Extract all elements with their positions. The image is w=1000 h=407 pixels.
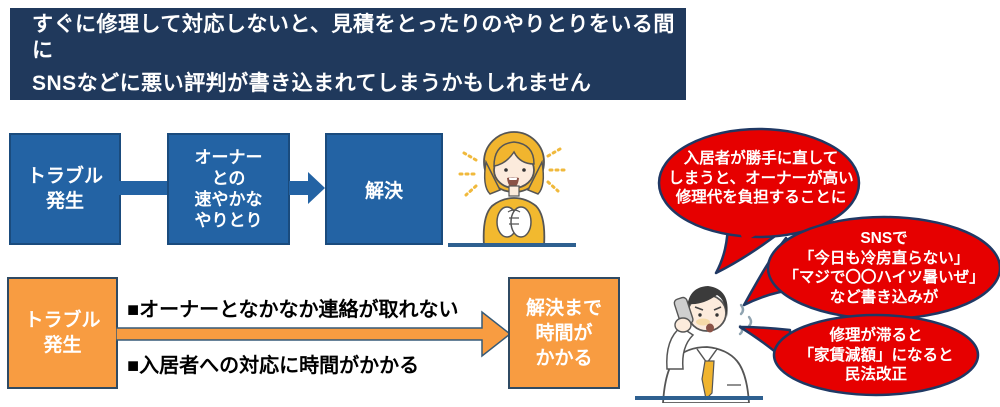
worried-man-illustration (635, 286, 763, 403)
issue-bullet-1: ■オーナーとなかなか連絡が取れない (127, 299, 459, 321)
bubble-text-repair-cost: 入居者が勝手に直して しまうと、オーナーが高い 修理代を負担することに (668, 150, 854, 206)
delayed-box-result: 解決まで 時間が かかる (508, 277, 620, 389)
flow-connector-bar (119, 181, 168, 195)
flow-box-owner-exchange: オーナー との 速やかな やりとり (167, 133, 290, 245)
bubble-text-sns-posts: SNSで 「今日も冷房直らない」 「マジで〇〇ハイツ暑いぜ」 など書き込みが (783, 230, 985, 306)
bubble-text-rent-reduction: 修理が滞ると 「家賃減額」になると 民法改正 (798, 327, 954, 383)
speech-bubble-sns-posts (742, 215, 1000, 321)
warning-banner: すぐに修理して対応しないと、見積をとったりのやりとりをいる間に SNSなどに悪い… (10, 8, 686, 100)
flow-box-resolved: 解決 (325, 133, 443, 245)
banner-line1: すぐに修理して対応しないと、見積をとったりのやりとりをいる間に (32, 12, 675, 62)
speech-bubble-rent-reduction (738, 313, 980, 397)
delayed-box-trouble: トラブル 発生 (7, 277, 118, 389)
flow-box-trouble: トラブル 発生 (9, 133, 121, 245)
speech-bubble-repair-cost (657, 127, 861, 275)
delayed-arrow-icon (116, 310, 512, 358)
speech-bubbles-graphic (657, 127, 1000, 397)
banner-line2: SNSなどに悪い評判が書き込まれてしまうかもしれません (32, 71, 592, 95)
issue-bullet-2: ■入居者への対応に時間がかかる (127, 355, 420, 377)
flow-arrow-icon (289, 172, 325, 204)
happy-woman-illustration (448, 131, 576, 247)
